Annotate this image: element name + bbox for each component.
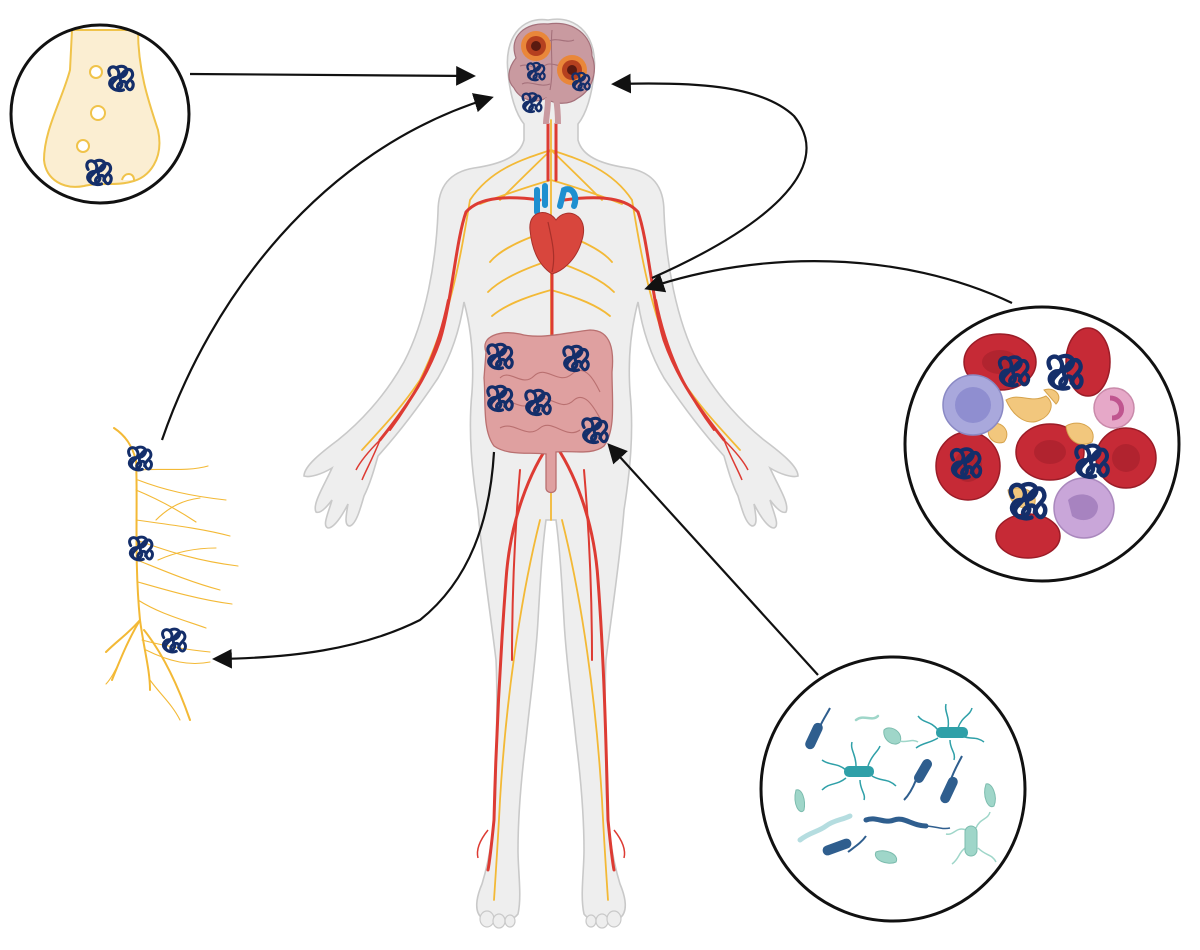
arrow-arm-to-brain [611,73,808,280]
microbiota-panel-border [759,655,1027,923]
blood-cells-panel [903,305,1181,583]
gut-microbiota-panel [759,655,1027,923]
bone-marrow-panel [9,23,191,205]
heart-icon [529,183,585,275]
arrow-microbiota-to-gut [607,443,819,676]
peripheral-nerve-panel [105,427,239,721]
arrow-blood-to-arm [644,260,1013,304]
blood-panel-border [903,305,1181,583]
connection-arrows [160,65,1013,676]
gut-bacteria-icon [794,703,997,865]
blood-cells-icon [935,327,1157,559]
arrow-gut-to-nerve [212,451,496,669]
flagellated-bacterium [821,703,985,801]
peripheral-nerve-icon [105,427,239,721]
human-body-figure [303,18,799,929]
bone-panel-border [9,23,191,205]
arrow-bone-to-brain [189,65,476,86]
toes [479,910,622,929]
light-flagellated-bacterium [945,811,997,865]
arrow-nerve-to-brain [160,93,494,441]
protein-aggregate-icon [128,535,154,562]
bone-marrow-icon [42,29,161,188]
brain-lesion-left [521,31,551,61]
